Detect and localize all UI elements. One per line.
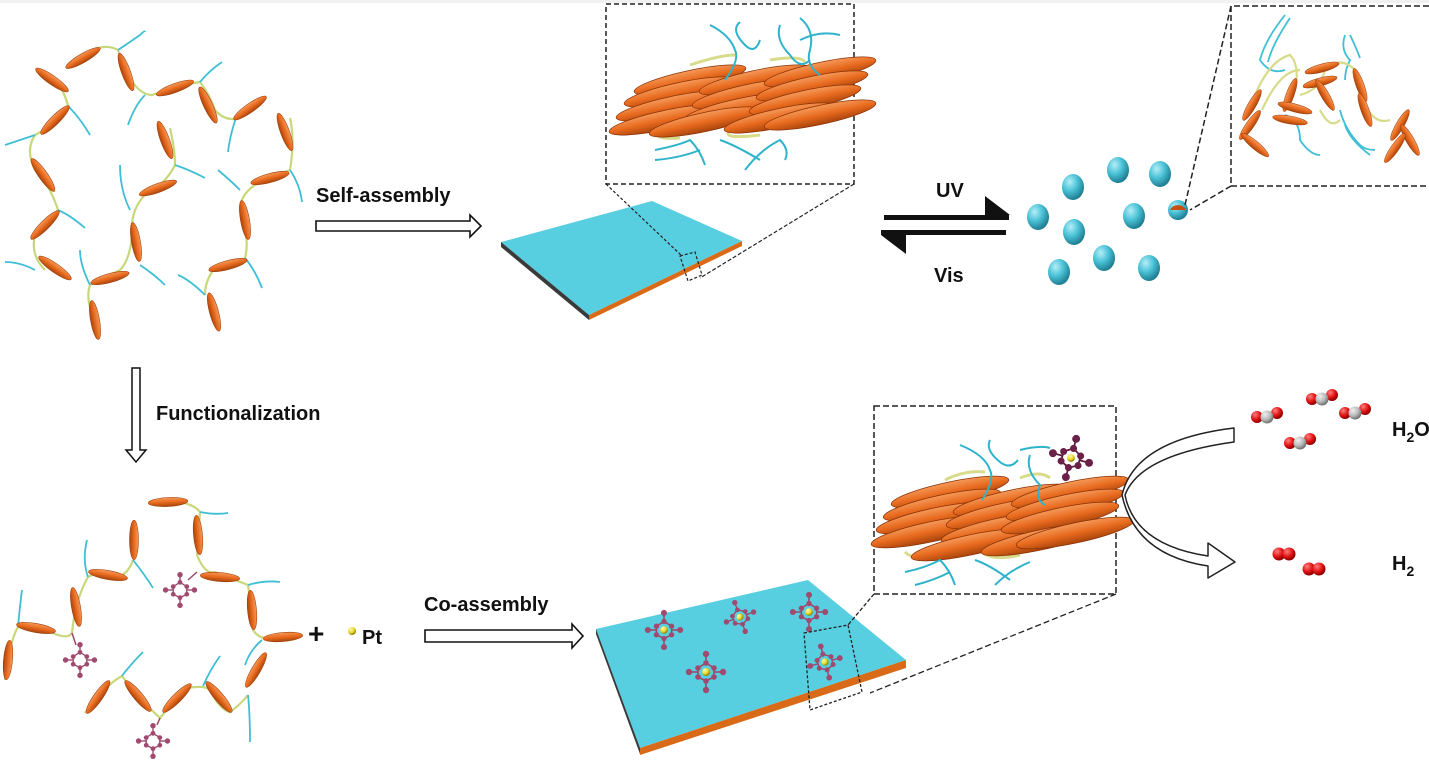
top-strip: [0, 0, 1429, 3]
polymer-network-top: [4, 30, 303, 341]
nanospheres: [1027, 157, 1188, 285]
functionalization-label: Functionalization: [156, 403, 320, 425]
h2o-main: H: [1392, 419, 1406, 441]
h2o-subscript: 2: [1406, 429, 1414, 445]
pt-atom-icon: [348, 627, 356, 635]
pt-label: Pt: [362, 627, 382, 649]
hydrogen-molecules: [1272, 547, 1326, 576]
zoom-callout-right: [1184, 5, 1429, 211]
nanosheet-top: [501, 201, 742, 320]
h2o-label: H2O: [1392, 419, 1429, 445]
self-assembly-arrow: [315, 213, 483, 239]
co-assembly-arrow: [424, 621, 585, 651]
plus-sign: +: [308, 618, 324, 649]
h2-subscript: 2: [1406, 563, 1414, 579]
co-assembly-label: Co-assembly: [424, 594, 549, 616]
polymer-network-bottom: [1, 496, 304, 760]
h2-label: H2: [1392, 553, 1414, 579]
equilibrium-arrows: [881, 196, 1010, 254]
h2o-tail: O: [1414, 419, 1429, 441]
vis-label: Vis: [934, 265, 964, 287]
stacked-mesogens-top: [606, 17, 879, 171]
curved-reaction-arrow: [1121, 427, 1236, 579]
uv-label: UV: [936, 180, 964, 202]
disordered-chains-right: [1236, 14, 1423, 165]
h2-main: H: [1392, 553, 1406, 575]
functionalization-arrow: [124, 367, 148, 464]
water-molecules: [1251, 389, 1371, 450]
stacked-mesogens-bottom: [868, 434, 1137, 586]
nanosheet-bottom: [596, 580, 906, 755]
self-assembly-label: Self-assembly: [316, 185, 451, 207]
